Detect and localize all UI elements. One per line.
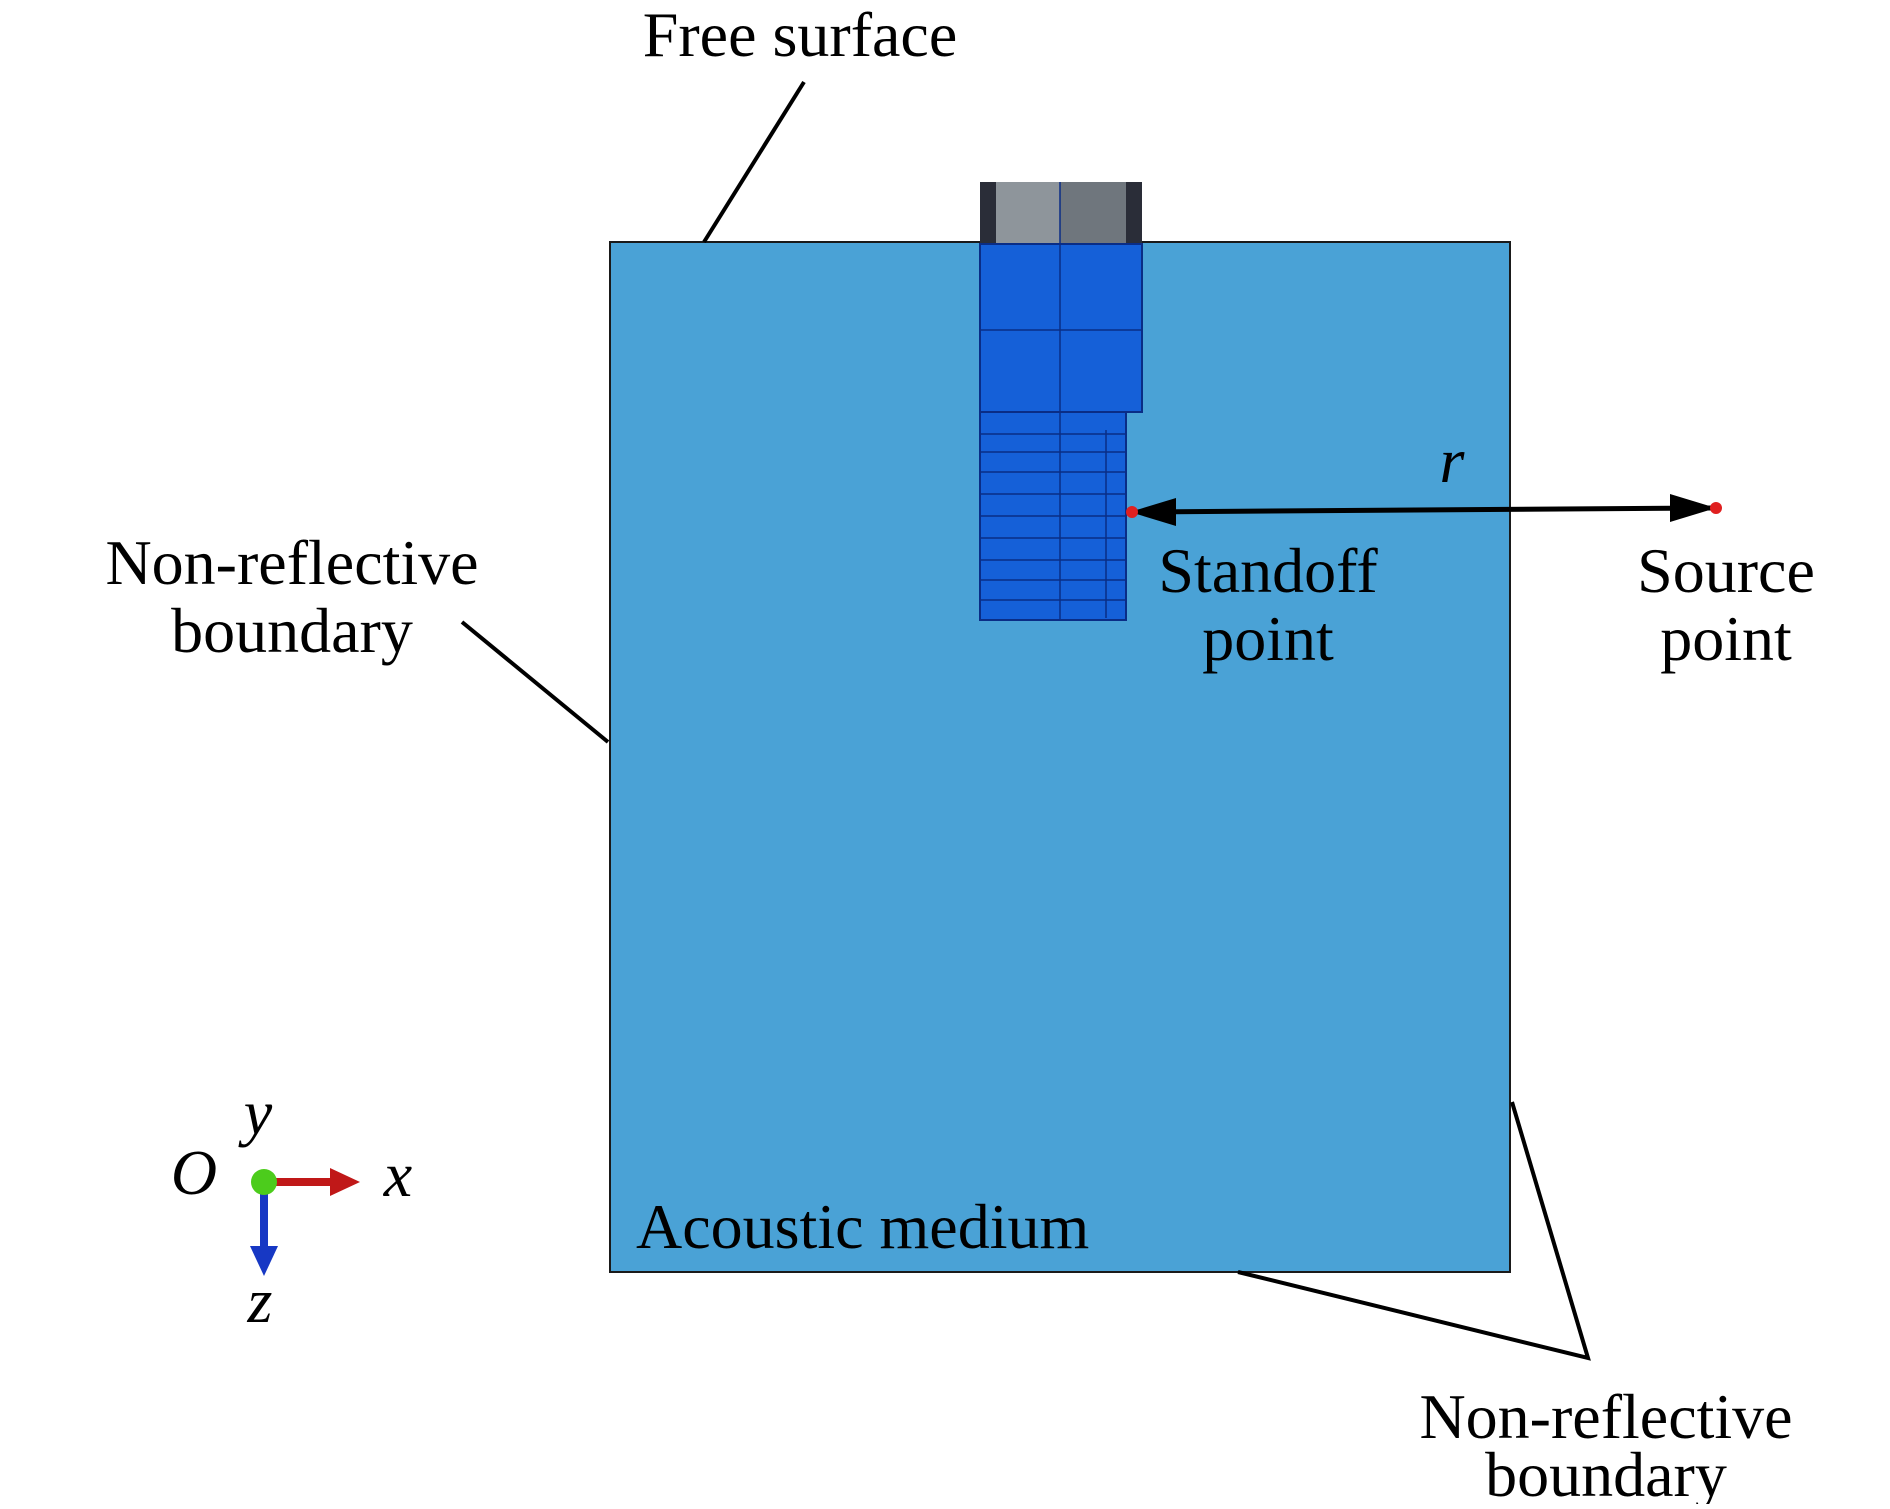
acoustic-medium-label: Acoustic medium	[636, 1191, 1089, 1262]
standoff-label-line1: Standoff	[1158, 535, 1378, 606]
z-axis-arrowhead	[250, 1246, 278, 1276]
standoff-label-line2: point	[1202, 603, 1334, 674]
nonreflective-left-label-line2: boundary	[171, 595, 413, 666]
origin-label: O	[171, 1137, 217, 1208]
nonreflective-left-label-line1: Non-reflective	[105, 527, 478, 598]
right-boundary-leader	[1237, 1101, 1591, 1361]
distance-arrow	[1133, 505, 1713, 515]
distance-arrowhead-left	[1130, 498, 1176, 526]
free-surface-label: Free surface	[643, 0, 957, 70]
embedded-structure	[979, 182, 1143, 621]
structure-cap-edge-left	[980, 182, 996, 246]
source-point-marker	[1710, 502, 1722, 514]
distance-label: r	[1440, 425, 1466, 496]
structure-cap-edge-right	[1126, 182, 1142, 246]
leader-lines	[460, 80, 1591, 1361]
x-axis-label: x	[383, 1139, 412, 1210]
nonreflective-right-label-line1: Non-reflective	[1419, 1381, 1792, 1452]
y-axis-label: y	[238, 1077, 273, 1148]
structure-mesh-lines	[980, 182, 1142, 620]
coordinate-triad: O x y z	[171, 1077, 412, 1336]
nonreflective-right-label-line2: boundary	[1485, 1439, 1727, 1504]
source-label-line1: Source	[1637, 535, 1815, 606]
left-boundary-leader	[460, 620, 610, 744]
z-axis-label: z	[247, 1265, 273, 1336]
free-surface-leader	[702, 80, 806, 244]
structure-upper-block	[979, 243, 1143, 413]
x-axis-arrowhead	[330, 1168, 360, 1196]
source-label-line2: point	[1660, 603, 1792, 674]
distance-arrowhead-right	[1670, 494, 1716, 522]
standoff-point-marker	[1126, 506, 1138, 518]
origin-dot	[251, 1169, 277, 1195]
